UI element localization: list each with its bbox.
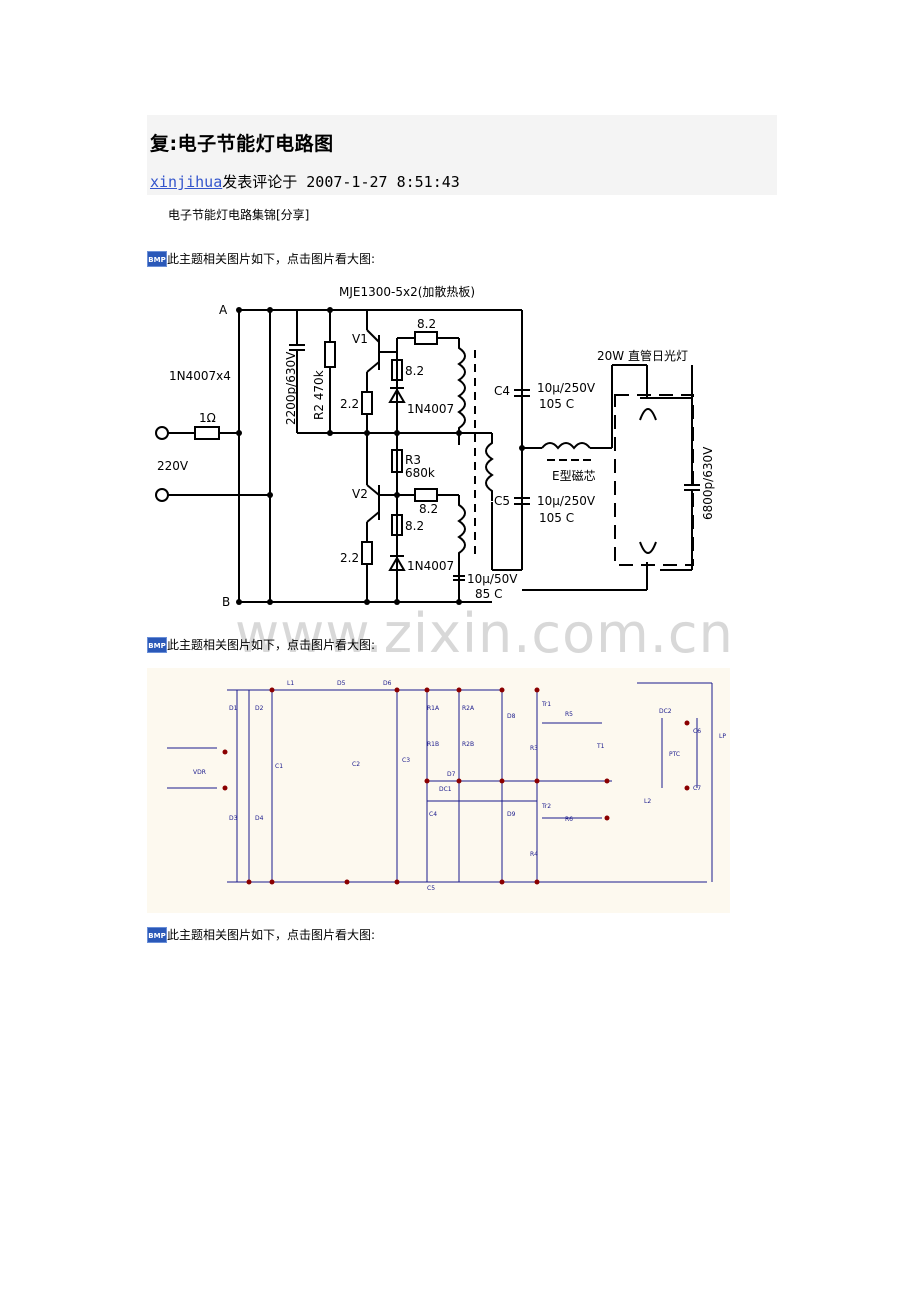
c1-label-d2: 1N4007 [407,559,454,573]
bmp-file-icon: BMP [147,636,167,653]
c2-label-25: R5 [565,711,573,718]
c2-label-5: D3 [229,815,238,822]
c1-label-clamp: 6800p/630V [701,446,715,520]
post-title: 复:电子节能灯电路图 [150,133,334,155]
c1-label-r3: R3 [405,453,421,467]
c2-label-31: C6 [693,728,701,735]
c1-label-c4t: 105 C [539,397,574,411]
c1-label-top: MJE1300-5x2(加散热板) [339,284,475,299]
c1-label-csmall-t: 85 C [475,587,502,601]
c2-label-32: C7 [693,785,701,792]
c2-label-7: VDR [193,769,206,776]
c2-label-13: R2A [462,705,475,712]
c1-label-c5val: 10μ/250V [537,494,596,508]
c1-label-d1: 1N4007 [407,402,454,416]
c2-label-10: C3 [402,757,410,764]
c1-label-lamp: 20W 直管日光灯 [597,348,688,363]
post-meta-text: 发表评论于 2007-1-27 8:51:43 [222,173,460,191]
c1-label-c5: C5 [494,494,510,508]
c1-label-r2: R2 470k [312,370,326,420]
c2-label-6: D4 [255,815,264,822]
c2-label-18: D8 [507,713,516,720]
c1-label-rin: 1Ω [199,411,216,425]
c1-label-c5t: 105 C [539,511,574,525]
circuit-diagram-2[interactable]: L1 D5 D6 D1 D2 D3 D4 VDR C1 C2 C3 R1A R1… [147,668,730,913]
c1-label-c4val: 10μ/250V [537,381,596,395]
c2-label-21: Tr1 [541,701,551,708]
c2-label-23: R3 [530,745,538,752]
image-caption-text: 此主题相关图片如下，点击图片看大图: [167,638,376,652]
c2-label-28: L2 [644,798,651,805]
c2-label-16: DC1 [439,786,452,793]
c1-label-v2: V2 [352,487,368,501]
bmp-file-icon: BMP [147,250,167,267]
c2-label-17: C4 [429,811,437,818]
c2-label-3: D1 [229,705,238,712]
image-caption-text: 此主题相关图片如下，点击图片看大图: [167,252,376,266]
c1-label-cstart: 2200p/630V [284,351,298,425]
c1-label-csmall: 10μ/50V [467,572,518,586]
c2-label-19: D9 [507,811,516,818]
c2-label-20: C5 [427,885,435,892]
c1-label-b: B [222,595,230,609]
c2-label-27: T1 [596,743,605,750]
c2-label-4: D2 [255,705,264,712]
c2-label-11: R1A [427,705,440,712]
post-subtitle: 电子节能灯电路集锦[分享] [168,208,310,222]
c2-label-22: Tr2 [541,803,551,810]
c1-label-diodes: 1N4007x4 [169,369,231,383]
c2-label-9: C2 [352,761,360,768]
c2-label-12: R1B [427,741,439,748]
c2-label-8: C1 [275,763,283,770]
c2-label-30: PTC [669,751,680,758]
c2-label-2: D6 [383,680,392,687]
bmp-file-icon: BMP [147,926,167,943]
c2-label-14: R2B [462,741,474,748]
c1-label-v1: V1 [352,332,368,346]
image-caption-text: 此主题相关图片如下，点击图片看大图: [167,928,376,942]
c2-label-1: D5 [337,680,346,687]
c2-label-29: DC2 [659,708,672,715]
c2-label-26: R6 [565,816,573,823]
c1-label-r3val: 680k [405,466,435,480]
c1-label-re2: 8.2 [405,519,424,533]
c1-label-core: E型磁芯 [552,468,596,483]
c1-label-a: A [219,303,228,317]
post-meta: xinjihua发表评论于 2007-1-27 8:51:43 [150,171,460,192]
c2-label-33: LP [719,733,726,740]
post-header: 复:电子节能灯电路图 xinjihua发表评论于 2007-1-27 8:51:… [147,115,777,195]
c1-label-rx2: 2.2 [340,551,359,565]
c2-label-15: D7 [447,771,456,778]
c1-label-re1: 8.2 [405,364,424,378]
c2-label-0: L1 [287,680,294,687]
circuit-diagram-1[interactable]: MJE1300-5x2(加散热板) A B 1N4007x4 1Ω 220V 2… [147,280,747,615]
c1-label-rx1: 2.2 [340,397,359,411]
c1-label-c4: C4 [494,384,510,398]
c1-label-rb2: 8.2 [419,502,438,516]
c2-label-24: R4 [530,851,538,858]
author-link[interactable]: xinjihua [150,173,223,191]
c1-label-mains: 220V [157,459,189,473]
c1-label-rb1: 8.2 [417,317,436,331]
